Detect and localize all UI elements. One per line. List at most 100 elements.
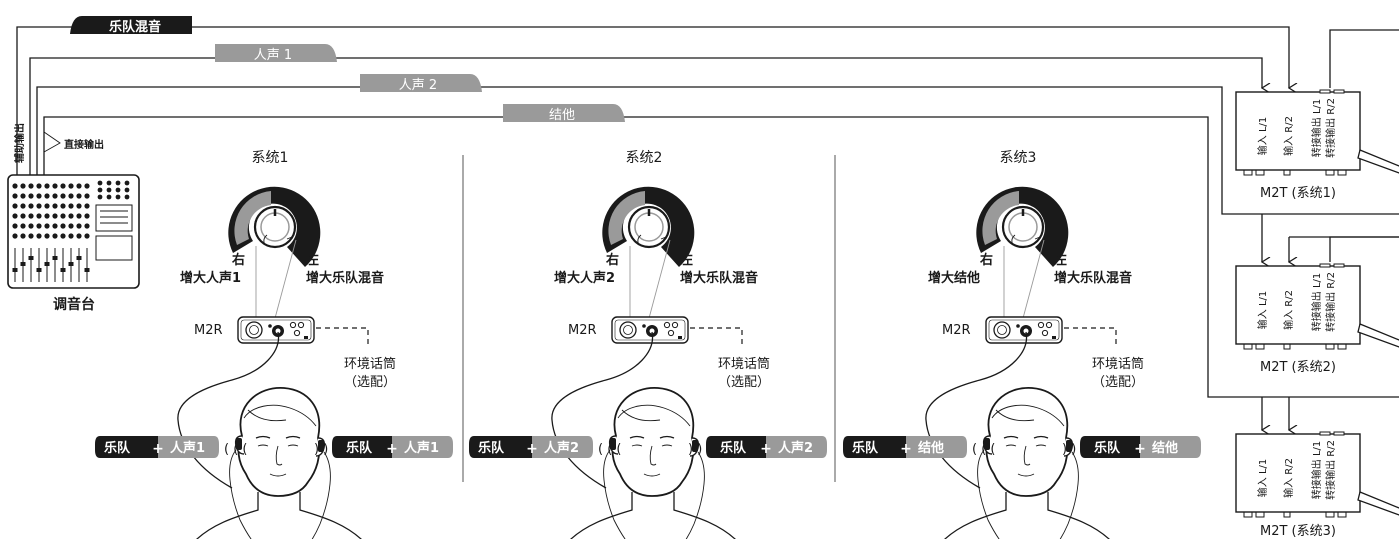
mix-left-b: 人声1: [170, 440, 205, 456]
loop-l-label: 转接输出 L/1: [1310, 273, 1323, 331]
mixer-knob-icon: [76, 193, 82, 199]
mixer-master-knob-icon: [97, 187, 103, 193]
mixer-knob-icon: [52, 193, 58, 199]
receiver-label: M2R: [568, 323, 597, 338]
mix-right-a: 乐队: [346, 440, 373, 456]
ambient-mic-label: 环境话筒: [344, 356, 396, 372]
bus-label-guitar: 结他: [503, 104, 625, 123]
mixer-fader-cap: [12, 268, 18, 272]
m2r-receiver-icon: [611, 316, 689, 344]
mixer-knob-icon: [76, 233, 82, 239]
mixer-knob-icon: [76, 183, 82, 189]
mixer-knob-icon: [84, 183, 90, 189]
knob-right-label: 右: [979, 252, 993, 268]
mixer-knob-icon: [68, 203, 74, 209]
mixer-knob-icon: [84, 233, 90, 239]
knob-right-desc: 增大人声2: [554, 270, 615, 286]
mixer-fader-cap: [76, 256, 82, 260]
svg-text:) ) ): ) ) ): [1062, 442, 1085, 457]
system-1: 系统1 右 增大人声1 左 增大乐队混音 M2R 环境话筒 （选配） 乐队 + …: [95, 150, 453, 539]
mixer: 辅助输出 直接输出 调音台: [7, 123, 140, 313]
input-l-label: 输入 L/1: [1256, 459, 1269, 497]
mixer-knob-icon: [60, 213, 66, 219]
input-r-label: 输入 R/2: [1282, 116, 1295, 156]
mixer-knob-icon: [84, 223, 90, 229]
system-3: 系统3 右 增大结他 左 增大乐队混音 M2R 环境话筒 （选配） 乐队 + 结…: [843, 150, 1201, 539]
svg-text:+: +: [1134, 441, 1146, 457]
mixer-knob-icon: [28, 203, 34, 209]
bus-label-vocal1: 人声 1: [215, 44, 337, 63]
svg-text:+: +: [152, 441, 164, 457]
transmitter-label: M2T (系统3): [1260, 524, 1336, 539]
m2t-transmitter-3: 输入 L/1 输入 R/2 转接输出 L/1 转接输出 R/2 M2T (系统3…: [1235, 431, 1399, 539]
svg-text:( ( (: ( ( (: [972, 442, 995, 457]
optional-label: （选配）: [344, 375, 396, 390]
mix-right-a: 乐队: [1094, 440, 1121, 456]
svg-text:+: +: [760, 441, 772, 457]
mixer-fader-cap: [60, 268, 66, 272]
svg-text:+: +: [900, 441, 912, 457]
loop-l-label: 转接输出 L/1: [1310, 99, 1323, 157]
mix-left-a: 乐队: [852, 440, 879, 456]
mixer-knob-icon: [36, 213, 42, 219]
svg-text:( ( (: ( ( (: [598, 442, 621, 457]
mixer-knob-icon: [20, 213, 26, 219]
transmitter-label: M2T (系统2): [1260, 360, 1336, 375]
mixer-fader-cap: [84, 268, 90, 272]
mixer-fader-cap: [52, 256, 58, 260]
mix-badge-right: 乐队 + 人声1: [332, 436, 453, 458]
m2t-transmitter-1: 输入 L/1 输入 R/2 转接输出 L/1 转接输出 R/2 M2T (系统1…: [1235, 89, 1399, 201]
mix-badge-right: 乐队 + 结他: [1080, 436, 1201, 458]
direct-out-label: 直接输出: [64, 138, 104, 151]
mix-left-a: 乐队: [104, 440, 131, 456]
system-title: 系统1: [252, 150, 289, 166]
mixer-knob-icon: [36, 223, 42, 229]
knob-left-label: 左: [680, 252, 693, 268]
system-2: 系统2 右 增大人声2 左 增大乐队混音 M2R 环境话筒 （选配） 乐队 + …: [469, 150, 827, 539]
input-r-label: 输入 R/2: [1282, 458, 1295, 498]
mix-right-b: 结他: [1152, 440, 1178, 456]
mixer-knob-icon: [28, 193, 34, 199]
bus-label-band-mix: 乐队混音: [70, 16, 192, 35]
mixer-fader-cap: [68, 262, 74, 266]
svg-text:乐队混音: 乐队混音: [109, 19, 161, 35]
knob-left-label: 左: [1054, 252, 1067, 268]
svg-text:( ( (: ( ( (: [224, 442, 247, 457]
mixer-knob-icon: [20, 183, 26, 189]
mixer-fader-cap: [44, 262, 50, 266]
m2t-transmitter-2: 输入 L/1 输入 R/2 转接输出 L/1 转接输出 R/2 M2T (系统2…: [1235, 263, 1399, 375]
person-head-icon: [191, 386, 367, 539]
svg-text:+: +: [386, 441, 398, 457]
loop-r-label: 转接输出 R/2: [1324, 440, 1337, 500]
mixer-knob-icon: [68, 223, 74, 229]
mixer-master-knob-icon: [115, 194, 121, 200]
mixer-knob-icon: [20, 193, 26, 199]
mixer-master-knob-icon: [97, 194, 103, 200]
mixer-knob-icon: [76, 223, 82, 229]
loop-l-label: 转接输出 L/1: [1310, 441, 1323, 499]
mixer-knob-icon: [20, 223, 26, 229]
bus-lines: [16, 26, 1399, 430]
mixer-knob-icon: [44, 193, 50, 199]
mixer-master-knob-icon: [97, 180, 103, 186]
receiver-label: M2R: [942, 323, 971, 338]
person-head-icon: [939, 386, 1115, 539]
bus-label-vocal2: 人声 2: [360, 74, 482, 93]
mixer-knob-icon: [36, 183, 42, 189]
mixer-knob-icon: [36, 233, 42, 239]
mixer-knob-icon: [84, 213, 90, 219]
mixer-knob-icon: [36, 193, 42, 199]
mixer-master-knob-icon: [106, 180, 112, 186]
mixer-knob-icon: [12, 213, 18, 219]
knob-left-desc: 增大乐队混音: [680, 270, 758, 286]
svg-text:人声 2: 人声 2: [399, 78, 437, 93]
mixer-knob-icon: [60, 193, 66, 199]
input-r-label: 输入 R/2: [1282, 290, 1295, 330]
mixer-knob-icon: [12, 183, 18, 189]
mixer-knob-icon: [12, 223, 18, 229]
mixer-knob-icon: [20, 233, 26, 239]
mix-left-a: 乐队: [478, 440, 505, 456]
mixer-knob-icon: [28, 183, 34, 189]
system-title: 系统3: [1000, 150, 1037, 166]
svg-text:) ) ): ) ) ): [688, 442, 711, 457]
